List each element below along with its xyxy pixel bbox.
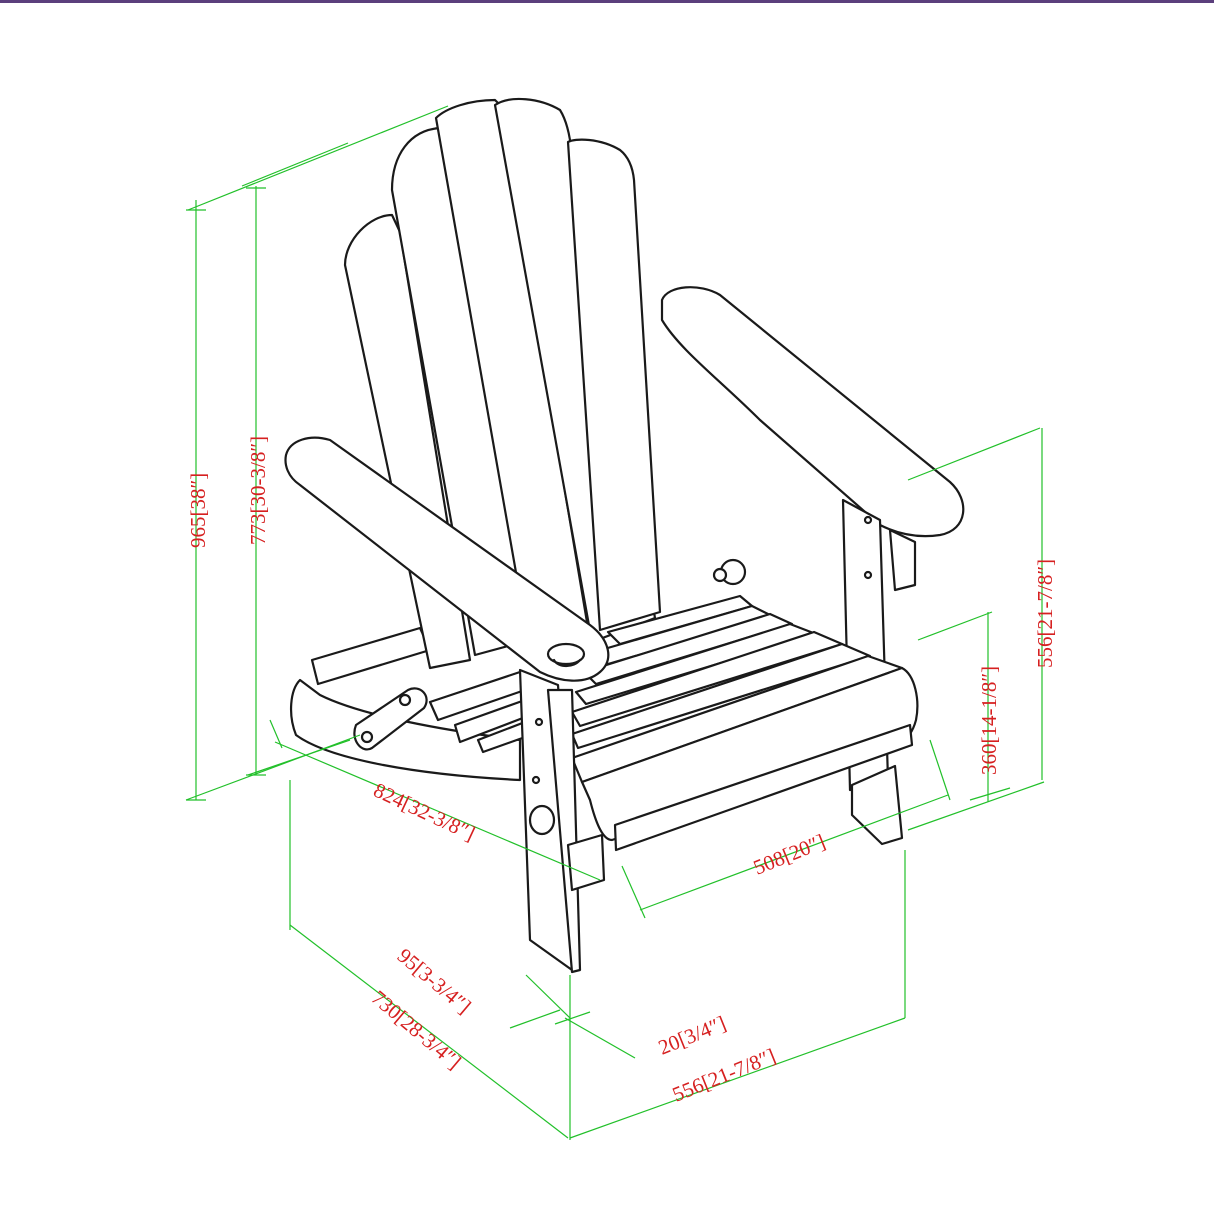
dim-overall-width: 556[21-7/8″] xyxy=(669,1044,779,1107)
cup-holder xyxy=(546,642,586,666)
right-arm-block xyxy=(888,528,917,592)
brace-bolt-2 xyxy=(360,730,374,744)
right-post-bolt-2 xyxy=(863,515,873,525)
seat-front-apron xyxy=(613,723,914,852)
top-rule xyxy=(0,0,1214,3)
brace-bolt-1 xyxy=(398,693,412,707)
dim-seat-width: 508[20″] xyxy=(750,829,829,879)
front-leg-left-inner xyxy=(546,688,582,974)
right-post-bolt-1 xyxy=(863,570,873,580)
dim-seat-height: 360[14-1/8″] xyxy=(977,666,1001,775)
dim-overall-height: 965[38″] xyxy=(186,473,210,548)
chair-drawing xyxy=(284,97,965,974)
front-leg-right xyxy=(850,764,904,846)
seat-peg-2 xyxy=(712,567,728,583)
leg-bracket xyxy=(566,833,606,892)
dimension-lines xyxy=(185,105,1045,1140)
arm-knob xyxy=(528,804,556,836)
leg-bolt-2 xyxy=(534,717,544,727)
cup-holder-notch xyxy=(552,658,582,668)
leg-bolt-1 xyxy=(531,775,541,785)
right-armrest xyxy=(660,286,965,538)
rear-slat-top xyxy=(310,626,432,686)
left-armrest xyxy=(284,436,610,682)
back-slat-right xyxy=(566,138,662,632)
dim-back-height: 773[30-3/8″] xyxy=(246,436,270,545)
dim-board-thickness: 20[3/4″] xyxy=(655,1011,729,1060)
dim-arm-height: 556[21-7/8″] xyxy=(1033,559,1057,668)
dim-overall-depth: 824[32-3/8″] xyxy=(370,778,479,846)
